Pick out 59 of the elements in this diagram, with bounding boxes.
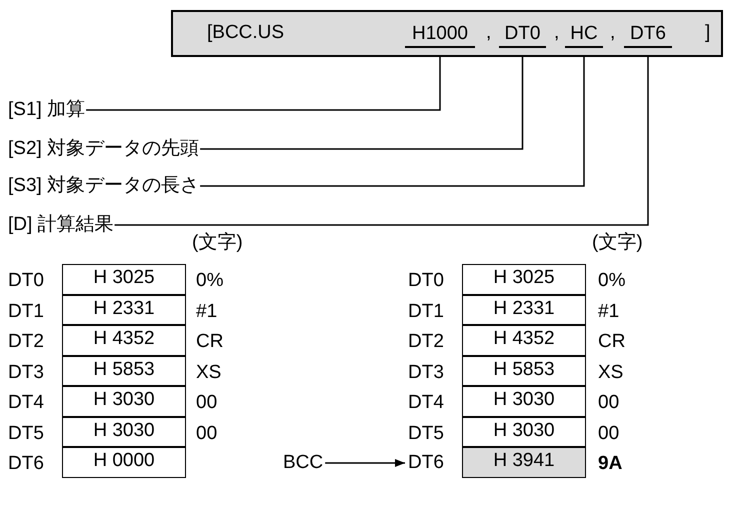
character-label: 00	[598, 392, 620, 414]
register-name: DT5	[408, 422, 444, 444]
register-name: DT1	[8, 300, 44, 322]
register-name: DT6	[8, 453, 44, 475]
register-cell: H 3030	[462, 386, 586, 416]
character-label: XS	[598, 362, 624, 384]
register-cell: H 3025	[462, 264, 586, 294]
register-cell: H 5853	[62, 356, 186, 386]
register-cell: H 4352	[62, 325, 186, 356]
register-cell: H 3941	[462, 447, 586, 478]
text-label: BCC	[283, 452, 324, 474]
character-label: 00	[196, 422, 218, 444]
character-label: #1	[196, 300, 218, 322]
character-label: 0%	[598, 270, 626, 292]
parameter-label: [D] 計算結果	[8, 214, 114, 236]
parameter-label: [S1] 加算	[8, 99, 86, 121]
register-name: DT4	[8, 392, 44, 414]
operand-text: H1000	[405, 22, 475, 48]
register-cell: H 2331	[462, 294, 586, 325]
character-label: 9A	[598, 453, 622, 475]
character-label: XS	[196, 362, 222, 384]
instruction-box	[171, 10, 723, 57]
character-label: 00	[598, 422, 620, 444]
register-cell: H 3025	[62, 264, 186, 294]
register-cell: H 3030	[62, 416, 186, 447]
character-label: CR	[598, 331, 626, 353]
register-name: DT5	[8, 422, 44, 444]
register-name: DT1	[408, 300, 444, 322]
operand-text: HC	[565, 22, 603, 48]
register-name: DT4	[408, 392, 444, 414]
column-header: (文字)	[592, 232, 643, 254]
character-label: 00	[196, 392, 218, 414]
register-name: DT0	[8, 270, 44, 292]
register-cell: H 3030	[462, 416, 586, 447]
register-cell: H 5853	[462, 356, 586, 386]
register-name: DT0	[408, 270, 444, 292]
register-cell: H 2331	[62, 294, 186, 325]
parameter-label: [S2] 対象データの先頭	[8, 138, 200, 160]
register-cell: H 3030	[62, 386, 186, 416]
register-name: DT2	[8, 331, 44, 353]
character-label: #1	[598, 300, 620, 322]
register-cell: H 0000	[62, 447, 186, 478]
operand-text: DT0	[499, 22, 546, 48]
arrow	[325, 459, 405, 467]
register-name: DT6	[408, 452, 444, 474]
register-name: DT3	[8, 362, 44, 384]
instruction-text: [BCC.US	[207, 22, 284, 44]
character-label: CR	[196, 331, 224, 353]
parameter-label: [S3] 対象データの長さ	[8, 175, 200, 197]
instruction-text: ]	[705, 22, 710, 44]
register-name: DT3	[408, 362, 444, 384]
instruction-text: ,	[610, 22, 616, 44]
register-cell: H 4352	[462, 325, 586, 356]
operand-text: DT6	[624, 22, 672, 48]
instruction-text: ,	[486, 22, 492, 44]
column-header: (文字)	[192, 232, 243, 254]
register-name: DT2	[408, 331, 444, 353]
character-label: 0%	[196, 270, 224, 292]
instruction-text: ,	[554, 22, 560, 44]
